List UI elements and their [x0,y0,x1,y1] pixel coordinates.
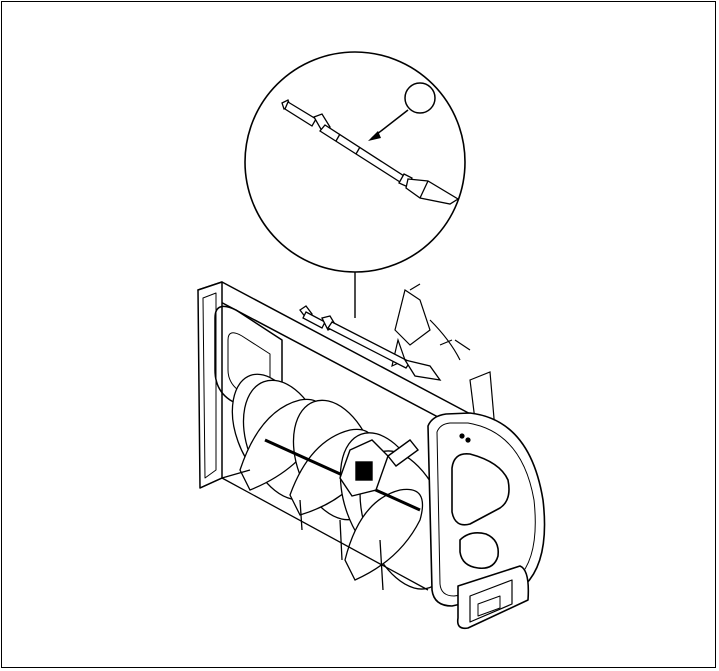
auger-housing [197,281,477,489]
callout-circle [404,82,436,114]
housing-lip [199,469,429,591]
callout-arrow-head [368,131,381,141]
right-side-plate [427,412,546,630]
auger-gearbox [339,439,420,497]
shaft-detail [281,99,460,205]
callout-a [368,82,436,141]
detail-circle [244,51,466,273]
housing-shaft [299,305,442,381]
detail-magnifier [244,51,466,318]
